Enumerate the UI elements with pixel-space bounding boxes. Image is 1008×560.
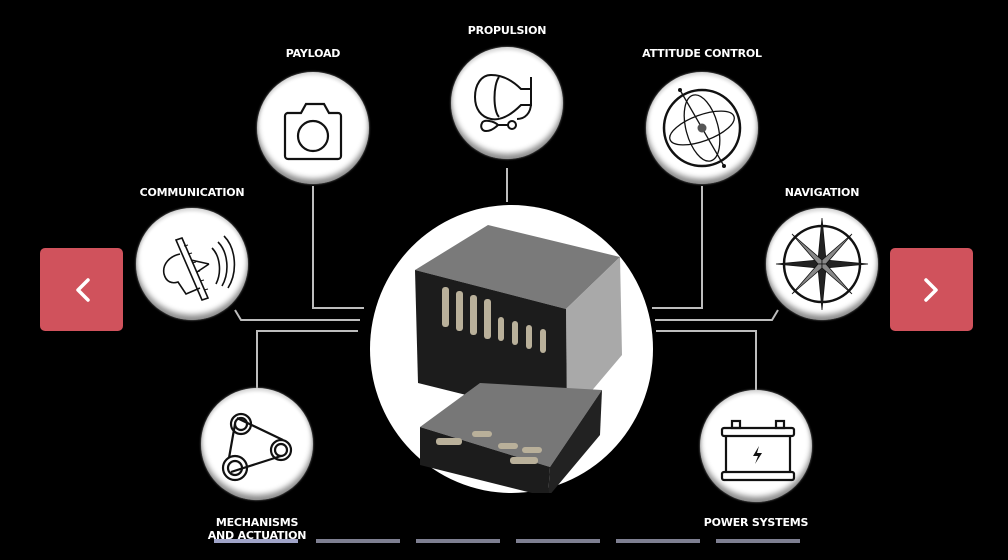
node-payload[interactable] [257,72,369,184]
pulley-belt-icon [221,412,293,482]
camera-icon [283,102,343,161]
connector-communication [234,309,360,321]
connector-payload [312,186,364,309]
label-communication: COMMUNICATION [139,186,245,199]
label-payload: PAYLOAD [285,47,341,60]
label-mechanisms-line2: AND ACTUATION [207,529,307,542]
page-indicator-4[interactable] [516,539,600,543]
label-power-systems: POWER SYSTEMS [703,516,809,529]
node-communication[interactable] [136,208,248,320]
prev-button[interactable] [40,248,123,331]
node-power-systems[interactable] [700,390,812,502]
connector-mechanisms [256,330,358,390]
page-indicator-3[interactable] [416,539,500,543]
propulsion-thruster-icon [473,73,532,133]
avionics-unit-image [415,225,622,497]
page-indicator-6[interactable] [716,539,800,543]
satellite-dish-icon [162,235,236,301]
center-hub-avionics-unit [370,205,653,497]
chevron-left-icon [76,278,90,302]
page-indicator-5[interactable] [616,539,700,543]
label-navigation: NAVIGATION [784,186,860,199]
chevron-right-icon [924,278,938,302]
page-indicator-2[interactable] [316,539,400,543]
connector-navigation [655,309,779,321]
page-indicator-1[interactable] [214,539,298,543]
connector-power [656,330,757,390]
node-mechanisms-and-actuation[interactable] [201,388,313,500]
compass-rose-icon [775,217,869,311]
node-attitude-control[interactable] [646,72,758,184]
battery-icon [720,419,796,482]
label-mechanisms-line1: MECHANISMS [215,516,299,529]
connector-attitude [652,186,703,309]
node-propulsion[interactable] [451,47,563,159]
label-attitude-control: ATTITUDE CONTROL [642,47,762,60]
gyroscope-icon [662,88,742,168]
next-button[interactable] [890,248,973,331]
node-navigation[interactable] [766,208,878,320]
label-propulsion: PROPULSION [467,24,547,37]
